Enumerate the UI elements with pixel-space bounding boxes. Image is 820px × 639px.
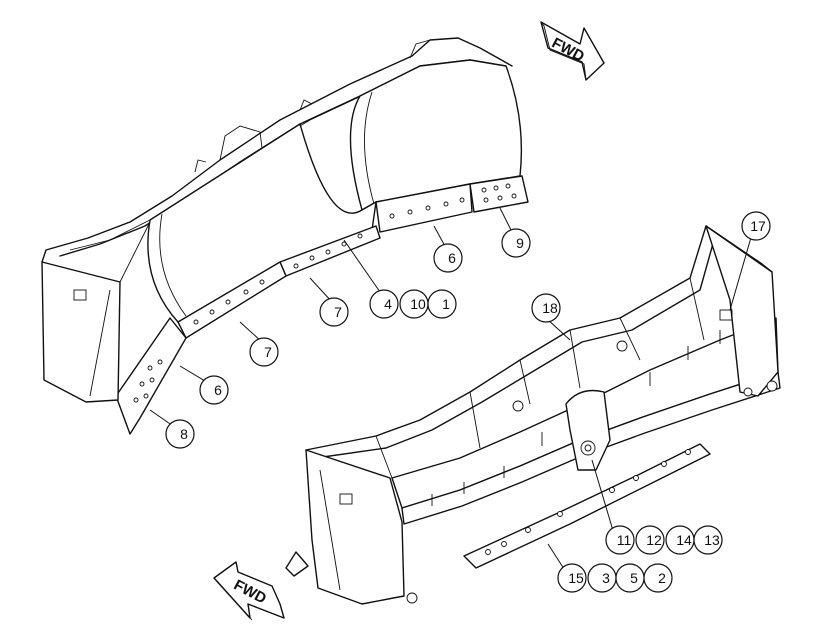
callout-18-label: 18 (542, 300, 558, 316)
callout-8: 8 (165, 419, 195, 449)
callout-10: 10 (399, 289, 429, 319)
callout-12: 12 (635, 525, 665, 555)
callout-1: 1 (427, 289, 457, 319)
callout-4: 4 (369, 289, 399, 319)
callout-6-bottom: 6 (199, 375, 229, 405)
callout-14: 14 (665, 525, 695, 555)
callout-6-top-label: 6 (448, 250, 456, 266)
callout-3-label: 3 (602, 570, 610, 586)
callout-2-label: 2 (658, 570, 666, 586)
callout-11-label: 11 (617, 532, 632, 548)
fwd-arrow-bottom: FWD (213, 561, 285, 621)
callout-15: 15 (557, 563, 587, 593)
upper-blade (41, 37, 529, 435)
callout-17: 17 (741, 211, 771, 241)
callout-3: 3 (587, 563, 617, 593)
callout-2: 2 (643, 563, 673, 593)
callout-7-top-label: 7 (334, 304, 342, 320)
callout-9: 9 (501, 228, 531, 258)
callout-11: 11 (605, 525, 635, 555)
lower-blade (285, 225, 781, 605)
callout-17-label: 17 (750, 218, 766, 234)
callout-1-label: 1 (442, 296, 450, 312)
cutting-edge-bolt-holes (133, 183, 517, 403)
callout-4-label: 4 (384, 296, 392, 312)
callout-7-bottom-label: 7 (264, 344, 272, 360)
callout-8-label: 8 (180, 426, 188, 442)
callout-5: 5 (615, 563, 645, 593)
callout-6-bottom-label: 6 (214, 382, 222, 398)
callout-12-label: 12 (646, 532, 662, 548)
callout-18: 18 (531, 293, 561, 323)
callout-13: 13 (693, 525, 723, 555)
callout-13-label: 13 (704, 532, 720, 548)
callout-7-top: 7 (319, 297, 349, 327)
lower-bolt-holes (485, 449, 691, 555)
callout-7-bottom: 7 (249, 337, 279, 367)
callout-14-label: 14 (676, 532, 692, 548)
callout-6-top: 6 (433, 243, 463, 273)
callout-10-label: 10 (410, 296, 426, 312)
callout-9-label: 9 (516, 235, 524, 251)
callout-15-label: 15 (568, 570, 584, 586)
edge-hangers (431, 330, 721, 506)
callout-5-label: 5 (630, 570, 638, 586)
fwd-arrow-top: FWD (540, 21, 605, 81)
